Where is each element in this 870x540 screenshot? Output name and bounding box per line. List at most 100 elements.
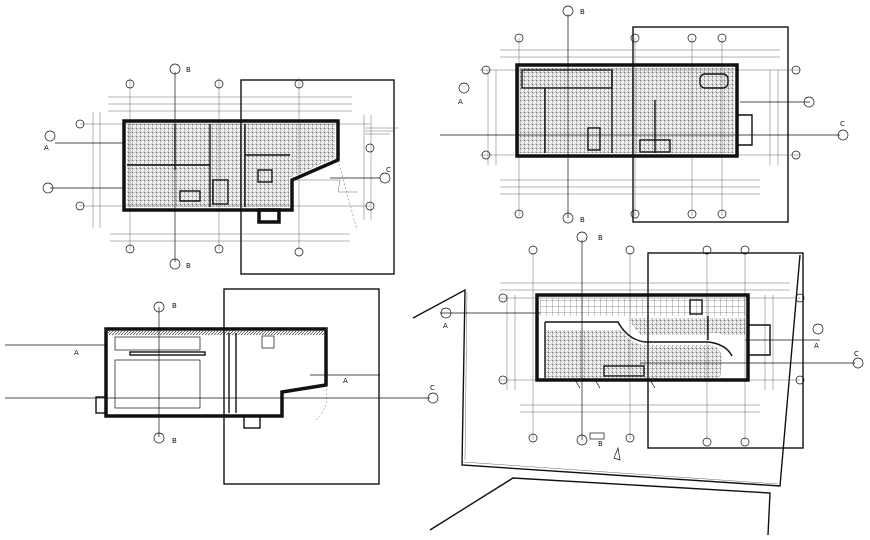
- plan3-section-label-a2: A: [343, 377, 348, 385]
- grid-bubble: [440, 307, 452, 319]
- grid-bubble: [795, 375, 805, 385]
- plan3-side-step: [95, 396, 107, 414]
- grid-bubble: [498, 293, 508, 303]
- plan3-interior-walls: [114, 333, 275, 413]
- plan3-section-label-b: B: [172, 302, 177, 310]
- plan4-site-boundary: [412, 254, 801, 487]
- grid-bubble: [576, 434, 588, 446]
- plan4-floor-tiling: [545, 330, 722, 378]
- plan2-interior-walls: [521, 69, 729, 153]
- plan-basement: A B B A C: [5, 288, 439, 485]
- grid-bubble: [294, 79, 304, 89]
- plan1-section-label-b: B: [186, 66, 191, 74]
- plan3-dashed-arc: [314, 384, 328, 421]
- plan4-section-label-b: B: [598, 234, 603, 242]
- plan-ground-floor: A B B C: [42, 63, 398, 275]
- plan4-building-outline: [535, 293, 750, 382]
- plan3-entrance-step: [243, 415, 261, 429]
- plan1-section-label-a: A: [44, 144, 49, 152]
- plan2-floor-tiling: [520, 68, 734, 153]
- grid-bubble: [687, 33, 697, 43]
- grid-bubble: [528, 245, 538, 255]
- grid-bubble: [379, 172, 391, 184]
- grid-bubble: [498, 375, 508, 385]
- plan1-section-label-c: C: [386, 166, 391, 174]
- plan4-interior-walls: [544, 299, 733, 389]
- grid-bubble: [702, 245, 712, 255]
- plan1-entrance-step: [257, 208, 281, 224]
- grid-bubble: [687, 209, 697, 219]
- grid-bubble: [702, 437, 712, 447]
- plan1-grid-bubbles: [42, 63, 391, 270]
- plan2-section-label-a: A: [458, 98, 463, 106]
- plan3-building-outline: [104, 327, 328, 418]
- grid-bubble: [740, 245, 750, 255]
- grid-bubble: [514, 33, 524, 43]
- grid-bubble: [625, 433, 635, 443]
- grid-bubble: [125, 244, 135, 254]
- plan4-section-label-a2: A: [814, 342, 819, 350]
- grid-bubble: [795, 293, 805, 303]
- plan1-terrace-edge: [292, 179, 358, 193]
- grid-bubble: [717, 33, 727, 43]
- plan3-wall-hatch: [108, 331, 324, 335]
- grid-bubble: [125, 79, 135, 89]
- grid-bubble: [294, 247, 304, 257]
- plan2-section-label-c: C: [840, 120, 845, 128]
- grid-bubble: [427, 392, 439, 404]
- plan2-section-label-b2: B: [580, 216, 585, 224]
- grid-bubble: [481, 150, 491, 160]
- plan3-overlay-frame: [223, 288, 380, 485]
- grid-bubble: [153, 432, 165, 444]
- grid-bubble: [365, 201, 375, 211]
- plan1-interior-walls: [127, 124, 290, 207]
- plan1-note-block: [365, 127, 398, 135]
- grid-bubble: [214, 79, 224, 89]
- grid-bubble: [630, 209, 640, 219]
- plan4-dimension-lines: [500, 282, 790, 413]
- plan3-section-label-b2: B: [172, 437, 177, 445]
- plan2-building-outline: [515, 63, 739, 158]
- grid-bubble: [481, 65, 491, 75]
- plan3-section-label-c: C: [430, 384, 435, 392]
- grid-bubble: [791, 65, 801, 75]
- grid-bubble: [44, 130, 56, 142]
- plan4-north-marker: [589, 432, 621, 461]
- grid-bubble: [528, 433, 538, 443]
- plan2-dimension-lines: [487, 49, 780, 195]
- plan4-section-label-a: A: [443, 322, 448, 330]
- grid-bubble: [852, 357, 864, 369]
- plan4-section-label-c: C: [854, 350, 859, 358]
- grid-bubble: [562, 212, 574, 224]
- plan4-section-label-b2: B: [598, 440, 603, 448]
- plan2-section-label-b: B: [580, 8, 585, 16]
- plan1-section-label-b2: B: [186, 262, 191, 270]
- plan4-site-boundary-lower: [429, 477, 771, 536]
- plan4-terrace-stairs: [748, 324, 771, 356]
- plan1-floor-tiling: [127, 124, 335, 207]
- grid-bubble: [837, 129, 849, 141]
- grid-bubble: [75, 201, 85, 211]
- plan3-section-label-a: A: [74, 349, 79, 357]
- plan3-grid-bubbles: [153, 301, 439, 444]
- grid-bubble: [169, 258, 181, 270]
- plan-site-level: A B B A C: [412, 231, 864, 536]
- plan4-floor-tiling-upper: [628, 318, 745, 335]
- grid-bubble: [717, 209, 727, 219]
- grid-bubble: [740, 437, 750, 447]
- grid-bubble: [458, 82, 470, 94]
- plan2-balcony-stairs: [737, 114, 753, 146]
- plan2-grid-bubbles: [458, 5, 849, 224]
- grid-bubble: [812, 323, 824, 335]
- grid-bubble: [42, 182, 54, 194]
- grid-bubble: [365, 143, 375, 153]
- plan1-dimension-lines: [92, 96, 372, 242]
- grid-bubble: [576, 231, 588, 243]
- grid-bubble: [625, 245, 635, 255]
- plan-upper-floor: A B B C: [440, 5, 849, 224]
- grid-bubble: [562, 5, 574, 17]
- grid-bubble: [153, 301, 165, 313]
- plan4-grid-bubbles: [440, 231, 864, 447]
- plan4-kitchen-strip: [540, 298, 745, 316]
